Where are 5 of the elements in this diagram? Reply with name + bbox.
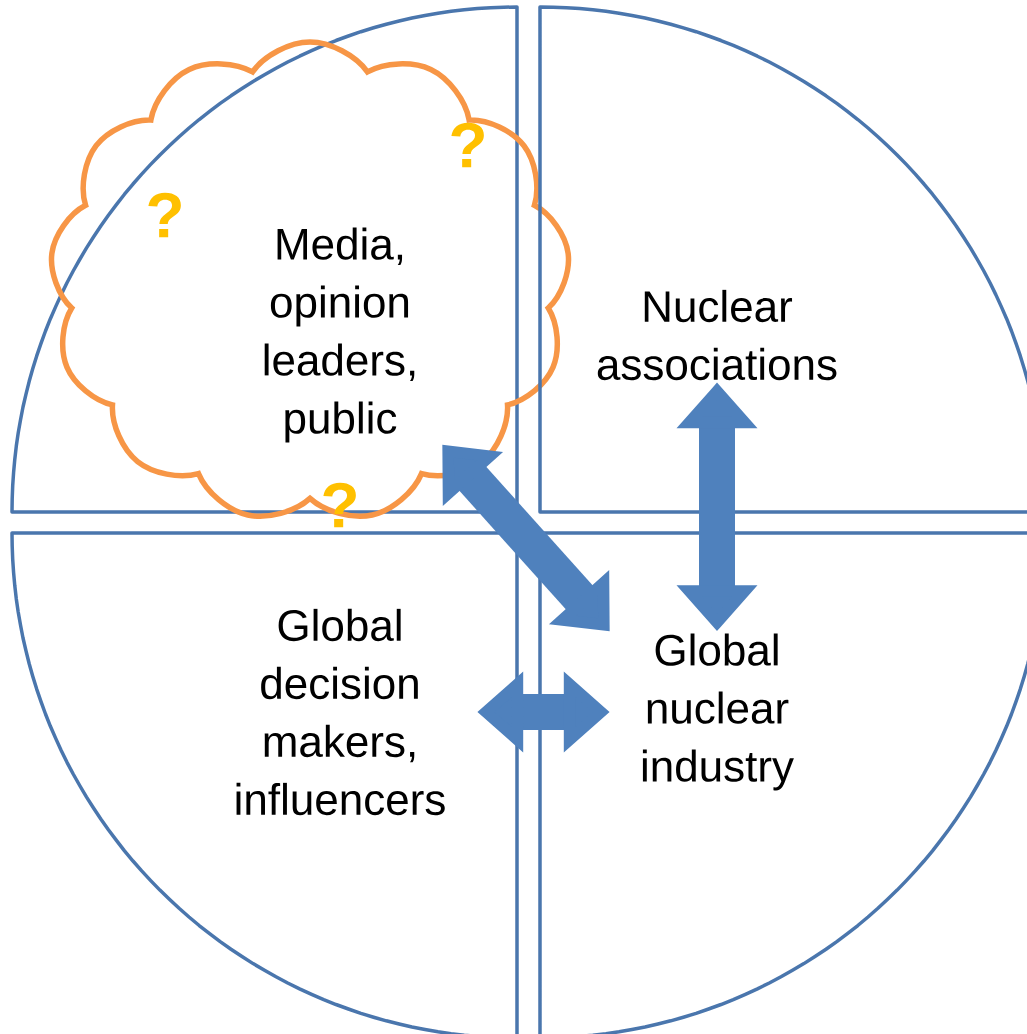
quadrant: Global nuclear industry (538, 531, 1027, 1034)
quadrant: Nuclear associations (538, 5, 1027, 514)
question-mark: ? (148, 192, 181, 238)
question-mark: ? (451, 122, 484, 168)
quadrant: Global decision makers, influencers (10, 531, 519, 1034)
